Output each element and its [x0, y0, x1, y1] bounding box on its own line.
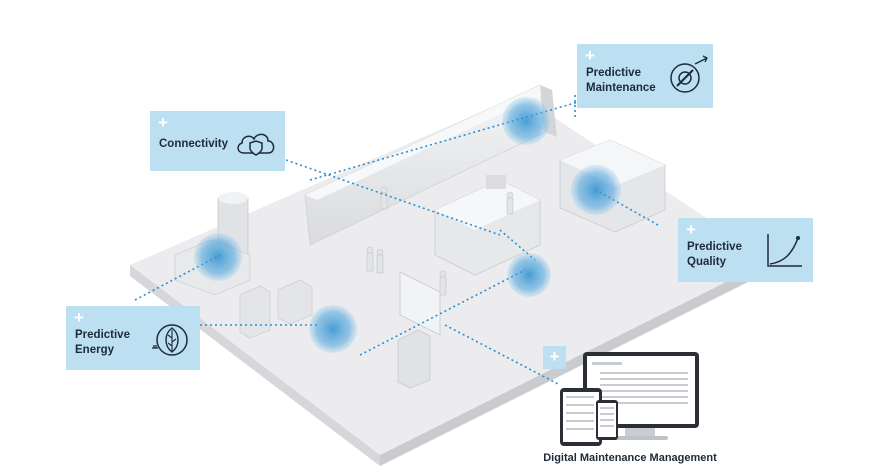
hotspot-workstation[interactable] — [309, 305, 357, 353]
machining-center — [434, 175, 541, 276]
growth-curve-icon — [767, 234, 802, 267]
small-cabinets — [239, 279, 313, 339]
card-title-line-2: Energy — [75, 344, 114, 356]
predictive-quality-card[interactable]: + Predictive Quality — [678, 218, 813, 282]
card-title-line-1: Predictive — [586, 67, 641, 79]
card-title: Connectivity — [159, 138, 229, 150]
card-title-line-1: Predictive — [687, 241, 742, 253]
front-cabinet — [397, 329, 431, 389]
digital-maintenance-label: Digital Maintenance Management — [543, 452, 717, 464]
hotspot-quality[interactable] — [507, 253, 551, 297]
leaf-plug-icon — [152, 324, 188, 356]
card-title-line-1: Predictive — [75, 329, 130, 341]
gear-wrench-icon — [670, 55, 708, 93]
hotspot-connectivity[interactable] — [502, 97, 550, 145]
expand-plus: + — [585, 46, 595, 65]
people — [366, 186, 514, 296]
hotspot-energy[interactable] — [194, 233, 242, 281]
card-title-line-2: Maintenance — [586, 82, 656, 94]
devices-icon — [560, 352, 699, 446]
expand-plus: + — [158, 113, 168, 132]
hotspot-maintenance[interactable] — [571, 165, 621, 215]
digital-maintenance-plus-button[interactable]: + — [543, 346, 566, 369]
cloud-shield-icon — [237, 133, 275, 156]
card-title-line-2: Quality — [687, 256, 726, 268]
hotspots — [194, 97, 621, 353]
connectivity-card[interactable]: + Connectivity — [150, 111, 285, 171]
expand-plus: + — [686, 220, 696, 239]
predictive-energy-card[interactable]: + Predictive Energy — [66, 306, 200, 370]
predictive-maintenance-card[interactable]: + Predictive Maintenance — [577, 44, 713, 108]
expand-plus: + — [74, 308, 84, 327]
whiteboard — [399, 271, 441, 336]
